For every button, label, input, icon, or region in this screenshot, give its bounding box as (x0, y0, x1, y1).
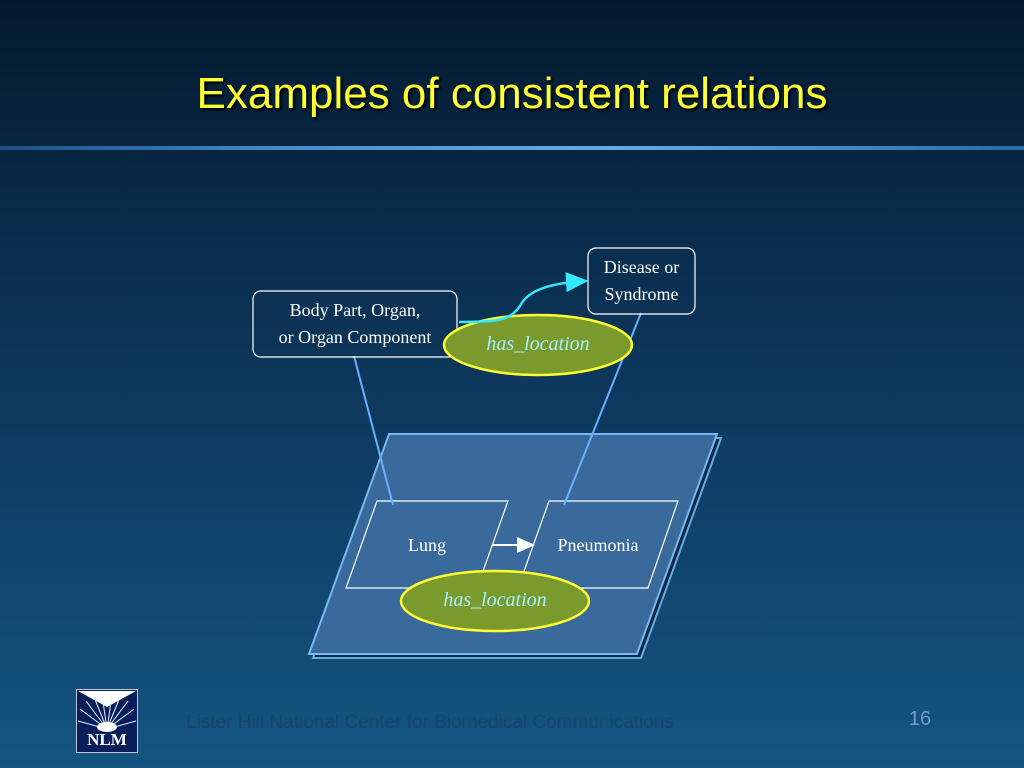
source-type-box (252, 290, 458, 358)
lung-concept-label: Lung (408, 535, 446, 555)
source-type-label: Body Part, Organ, or Organ Component (253, 297, 457, 351)
source-connector-line (353, 355, 394, 506)
pneumonia-concept-label: Pneumonia (557, 535, 639, 555)
pneumonia-concept-shape (517, 500, 679, 589)
footer-text: Lister Hill National Center for Biomedic… (186, 712, 674, 733)
page-number: 16 (908, 708, 932, 730)
source-type-label-line-2: or Organ Component (278, 327, 432, 347)
semantic-relation-label: has_location (486, 333, 590, 355)
concept-relation-label: has_location (443, 589, 547, 611)
semantic-relation-arrow (458, 272, 589, 324)
target-type-label: Disease or Syndrome (588, 254, 695, 308)
target-type-label-line-2: Syndrome (604, 284, 679, 304)
title-divider (0, 146, 1024, 150)
source-type-label-line-1: Body Part, Organ, (289, 300, 421, 320)
concept-relation-ellipse (399, 569, 591, 633)
target-type-label-line-1: Disease or (603, 257, 680, 277)
nlm-logo-text: NLM (87, 730, 127, 749)
slide-title: Examples of consistent relations (196, 69, 828, 118)
semantic-relation-ellipse (442, 313, 634, 377)
nlm-logo-icon (76, 689, 138, 753)
